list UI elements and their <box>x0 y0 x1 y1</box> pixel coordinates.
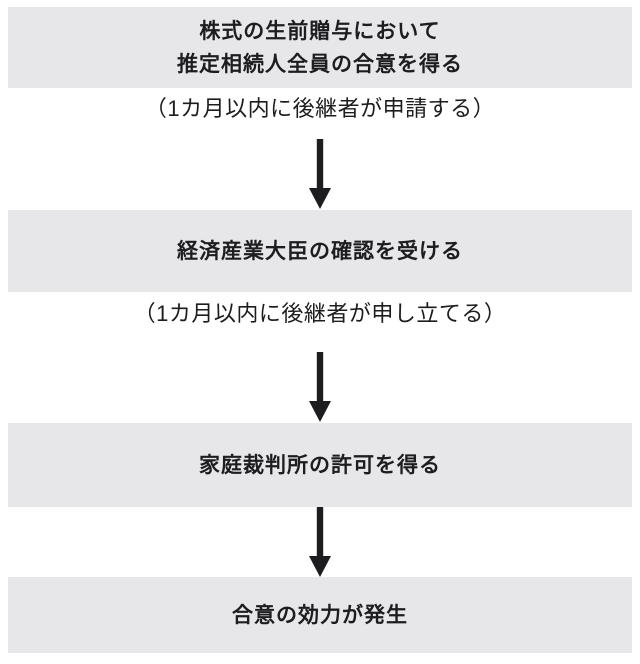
step-box-family-court-permission: 家庭裁判所の許可を得る <box>8 423 632 507</box>
step-text: 経済産業大臣の確認を受ける <box>177 239 463 263</box>
step-box-shareholder-gift-consent: 株式の生前贈与において 推定相続人全員の合意を得る <box>8 7 632 88</box>
step-text: 株式の生前贈与において <box>199 19 441 43</box>
note-petition-deadline: （1カ月以内に後継者が申し立てる） <box>133 301 507 326</box>
note-application-deadline: （1カ月以内に後継者が申請する） <box>144 96 496 121</box>
down-arrow-icon <box>308 139 332 209</box>
step-box-agreement-effective: 合意の効力が発生 <box>8 577 632 653</box>
step-text: 家庭裁判所の許可を得る <box>199 453 441 477</box>
step-box-meti-confirmation: 経済産業大臣の確認を受ける <box>8 210 632 292</box>
step-text: 推定相続人全員の合意を得る <box>177 52 463 76</box>
down-arrow-icon <box>308 507 332 577</box>
step-text: 合意の効力が発生 <box>232 603 408 627</box>
down-arrow-icon <box>308 352 332 422</box>
